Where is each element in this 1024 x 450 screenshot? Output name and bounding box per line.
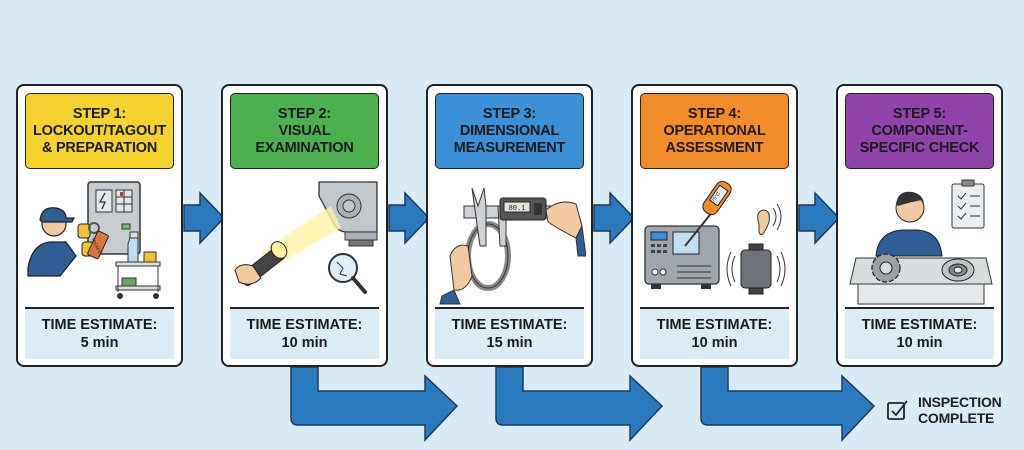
time-estimate-label: TIME ESTIMATE:	[451, 317, 568, 333]
step-2-title-line: EXAMINATION	[255, 139, 354, 156]
step-5-title-line: SPECIFIC CHECK	[859, 139, 980, 156]
flashlight-icon	[234, 241, 288, 286]
time-estimate-value: 5 min	[80, 335, 119, 351]
time-estimate-value: 10 min	[896, 335, 943, 351]
arrow-step3-to-step4	[593, 191, 636, 245]
step-2-title: STEP 2: VISUAL EXAMINATION	[230, 93, 379, 169]
step-card-1: STEP 1: LOCKOUT/TAGOUT & PREPARATION	[16, 84, 183, 367]
time-estimate-value: 10 min	[281, 335, 328, 351]
clipboard-checklist-icon	[951, 179, 985, 229]
lockout-tagout-illustration: LOCKED	[27, 181, 161, 299]
step-card-5: STEP 5: COMPONENT- SPECIFIC CHECK	[836, 84, 1003, 367]
thermometer-icon: 75°C	[684, 180, 732, 247]
time-estimate-value: 15 min	[486, 335, 533, 351]
thermometer-reading: 75°C	[711, 191, 723, 204]
step-5-number: STEP 5:	[892, 105, 947, 122]
arrow-step1-to-step2	[183, 191, 226, 245]
magnifier-crack-icon	[328, 253, 367, 294]
gear-icon	[871, 253, 901, 283]
ear-icon	[757, 203, 782, 235]
step-1-number: STEP 1:	[72, 105, 127, 122]
component-check-illustration	[849, 179, 993, 305]
technician-icon	[875, 191, 943, 257]
elbow-arrow-from-step2	[290, 366, 459, 442]
time-estimate-label: TIME ESTIMATE:	[41, 317, 158, 333]
vibrating-motor-icon	[726, 243, 786, 295]
inspection-complete-line2: COMPLETE	[918, 410, 995, 426]
inspection-complete: INSPECTION COMPLETE	[886, 394, 1002, 426]
checkbox-check-icon	[887, 400, 908, 420]
elbow-arrow-from-step4	[700, 366, 876, 442]
lockout-tag-icon: LOCKED	[87, 230, 109, 260]
caliper-reading: 80.1	[509, 205, 526, 213]
time-estimate-label: TIME ESTIMATE:	[861, 317, 978, 333]
step-2-number: STEP 2:	[277, 105, 332, 122]
operational-assessment-illustration: 75°C	[644, 180, 786, 295]
time-estimate-label: TIME ESTIMATE:	[246, 317, 363, 333]
step-1-title: STEP 1: LOCKOUT/TAGOUT & PREPARATION	[25, 93, 174, 169]
step-card-4: STEP 4: OPERATIONAL ASSESSMENT 75°C	[631, 84, 798, 367]
step-5-time-estimate: TIME ESTIMATE: 10 min	[845, 307, 994, 359]
step-3-title-line: MEASUREMENT	[453, 139, 566, 156]
step-4-title: STEP 4: OPERATIONAL ASSESSMENT	[640, 93, 789, 169]
step-5-title: STEP 5: COMPONENT- SPECIFIC CHECK	[845, 93, 994, 169]
dimensional-measurement-illustration: 80.1	[439, 187, 586, 305]
arrow-step4-to-step5	[798, 191, 841, 245]
step-3-title: STEP 3: DIMENSIONAL MEASUREMENT	[435, 93, 584, 169]
step-4-title-line: OPERATIONAL	[663, 122, 766, 139]
time-estimate-label: TIME ESTIMATE:	[656, 317, 773, 333]
step-4-number: STEP 4:	[687, 105, 742, 122]
control-unit-icon	[644, 225, 720, 289]
inspection-complete-line1: INSPECTION	[918, 394, 1002, 410]
bearing-icon	[941, 258, 975, 282]
time-estimate-value: 10 min	[691, 335, 738, 351]
step-5-title-line: COMPONENT-	[871, 122, 968, 139]
tag-text: LOCKED	[91, 237, 103, 254]
step-3-number: STEP 3:	[482, 105, 537, 122]
step-4-time-estimate: TIME ESTIMATE: 10 min	[640, 307, 789, 359]
step-2-title-line: VISUAL	[278, 122, 331, 139]
step-3-title-line: DIMENSIONAL	[459, 122, 560, 139]
cleaning-cart-icon	[115, 231, 161, 299]
step-2-time-estimate: TIME ESTIMATE: 10 min	[230, 307, 379, 359]
step-1-title-line: & PREPARATION	[41, 139, 158, 156]
elbow-arrow-from-step3	[495, 366, 664, 442]
arrow-step2-to-step3	[388, 191, 431, 245]
step-1-time-estimate: TIME ESTIMATE: 5 min	[25, 307, 174, 359]
inspection-complete-label: INSPECTION COMPLETE	[918, 394, 1002, 426]
step-1-title-line: LOCKOUT/TAGOUT	[32, 122, 167, 139]
visual-examination-illustration	[234, 181, 378, 294]
hand-icon	[439, 201, 586, 305]
step-4-title-line: ASSESSMENT	[665, 139, 764, 156]
step-card-3: STEP 3: DIMENSIONAL MEASUREMENT 80.1 TIM…	[426, 84, 593, 367]
step-card-2: STEP 2: VISUAL EXAMINATION TIME ESTIMATE…	[221, 84, 388, 367]
step-3-time-estimate: TIME ESTIMATE: 15 min	[435, 307, 584, 359]
